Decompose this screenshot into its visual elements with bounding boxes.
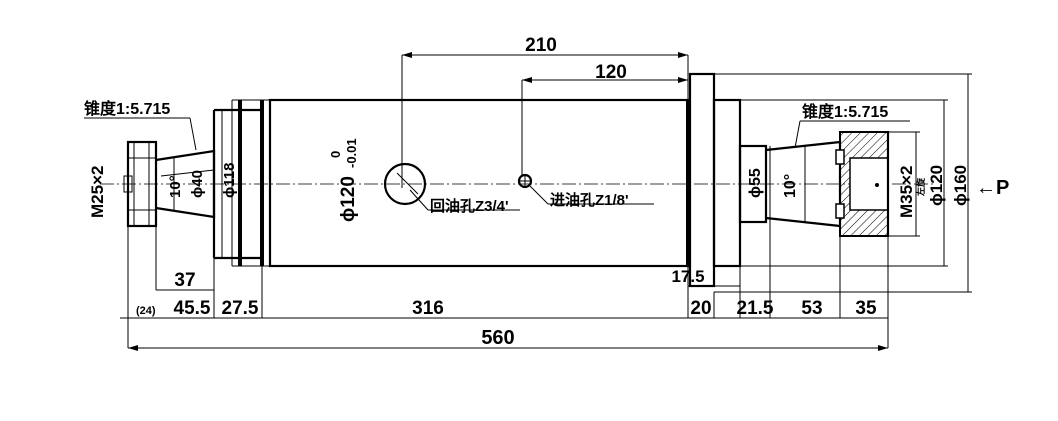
thread-right-note: 左旋 — [915, 177, 926, 197]
dim-37: 37 — [174, 270, 195, 291]
view-arrow-label: ←P — [976, 177, 1009, 199]
leaders — [84, 117, 910, 211]
dia-160-label: ϕ160 — [951, 165, 970, 206]
top-dimensions — [401, 52, 689, 188]
tol-upper-label: 0 — [328, 151, 343, 158]
dim-560: 560 — [481, 327, 514, 349]
taper-right-label: 锥度1:5.715 — [802, 102, 888, 121]
oil-return-hole — [383, 162, 427, 206]
right-nut — [835, 131, 890, 237]
left-rings — [212, 99, 270, 267]
dia-40-label: ϕ40 — [189, 170, 206, 198]
thread-right-label: M35×2 — [897, 166, 916, 218]
taper-left-label: 锥度1:5.715 — [84, 99, 170, 118]
dim-27-5: 27.5 — [222, 298, 259, 319]
main-body — [268, 98, 690, 268]
thread-left-label: M25×2 — [88, 166, 107, 218]
dim-17-5: 17.5 — [671, 267, 704, 286]
tol-lower-label: -0.01 — [344, 138, 359, 168]
dim-53: 53 — [801, 298, 822, 319]
angle-right-label: 10° — [782, 174, 799, 198]
dim-120: 120 — [595, 62, 627, 83]
bottom-dimensions — [120, 222, 889, 351]
dim-210: 210 — [525, 35, 557, 56]
dia-120-flange-label: ϕ120 — [927, 165, 946, 206]
dia-118-label: ϕ118 — [221, 163, 238, 198]
angle-left-label: 10° — [167, 175, 184, 198]
dim-35: 35 — [855, 298, 877, 319]
oil-inlet-label: 进油孔Z1/8' — [550, 191, 629, 209]
dim-20: 20 — [690, 298, 711, 319]
dim-21-5: 21.5 — [737, 298, 774, 319]
right-vertical-dimensions — [714, 73, 972, 293]
right-flange — [688, 72, 742, 288]
dia-120-body-label: ϕ120 — [338, 176, 359, 222]
dim-24: (24) — [136, 305, 156, 317]
dim-45-5: 45.5 — [174, 298, 211, 319]
dim-316: 316 — [412, 298, 444, 319]
dia-55-label: ϕ55 — [747, 168, 764, 198]
oil-return-label: 回油孔Z3/4' — [430, 197, 509, 215]
